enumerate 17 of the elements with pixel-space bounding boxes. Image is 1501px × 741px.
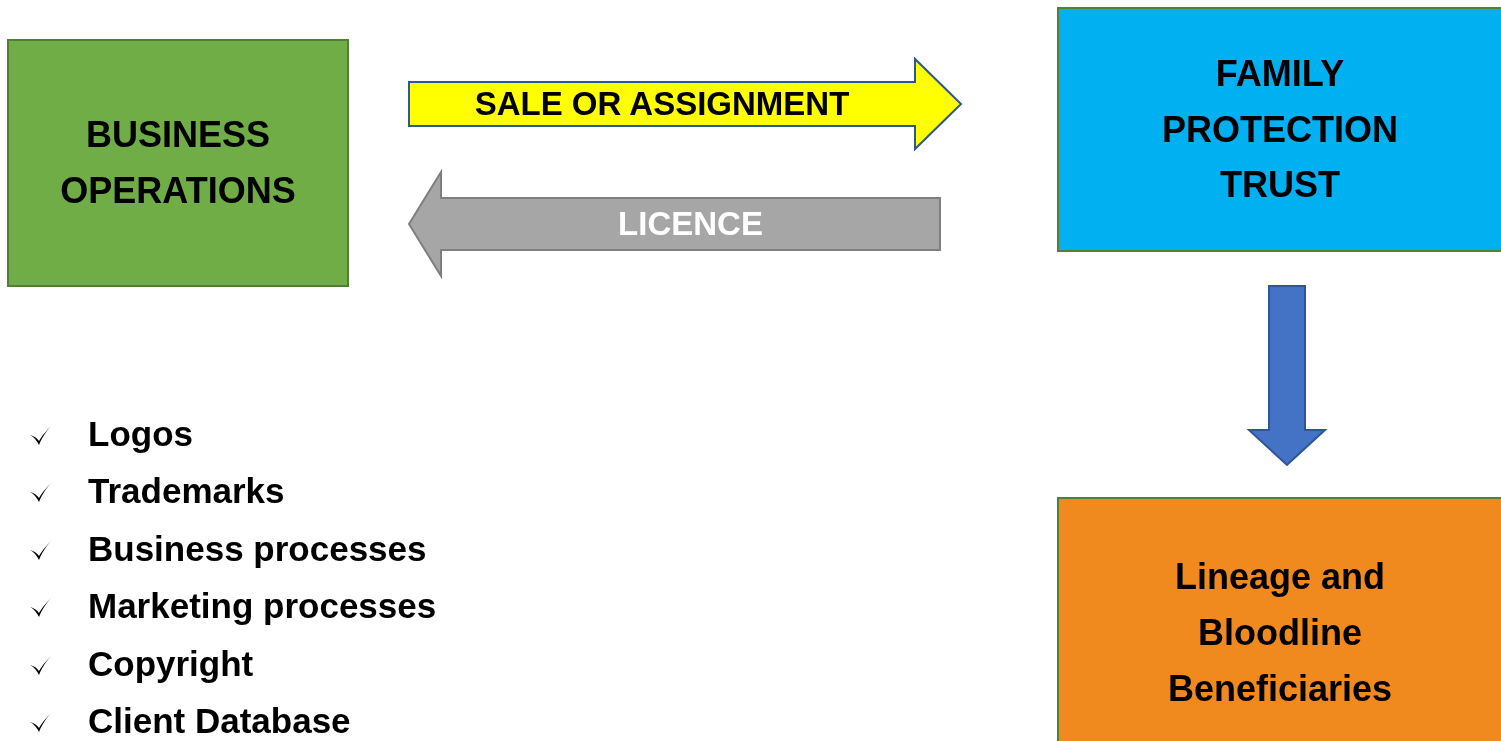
list-item-text: Marketing processes	[88, 586, 437, 627]
node-label: BUSINESS OPERATIONS	[59, 113, 297, 213]
list-item-text: Business processes	[88, 528, 427, 569]
list-item-text: Copyright	[88, 643, 254, 684]
list-item-text: Logos	[88, 413, 193, 454]
process-box	[7, 39, 349, 287]
node-label: FAMILY PROTECTION TRUST	[1161, 51, 1399, 208]
process-box	[1057, 497, 1501, 741]
list-item-text: Client Database	[88, 701, 351, 741]
list-item-text: Trademarks	[88, 471, 285, 512]
block-arrow	[1246, 285, 1328, 467]
edge-label: SALE OR ASSIGNMENT	[474, 85, 850, 123]
node-label: Lineage and Bloodline Beneficiaries	[1166, 555, 1394, 711]
edge-label: LICENCE	[618, 205, 763, 243]
block-arrow	[407, 168, 941, 280]
process-box	[1057, 7, 1501, 252]
block-arrow	[408, 56, 963, 152]
